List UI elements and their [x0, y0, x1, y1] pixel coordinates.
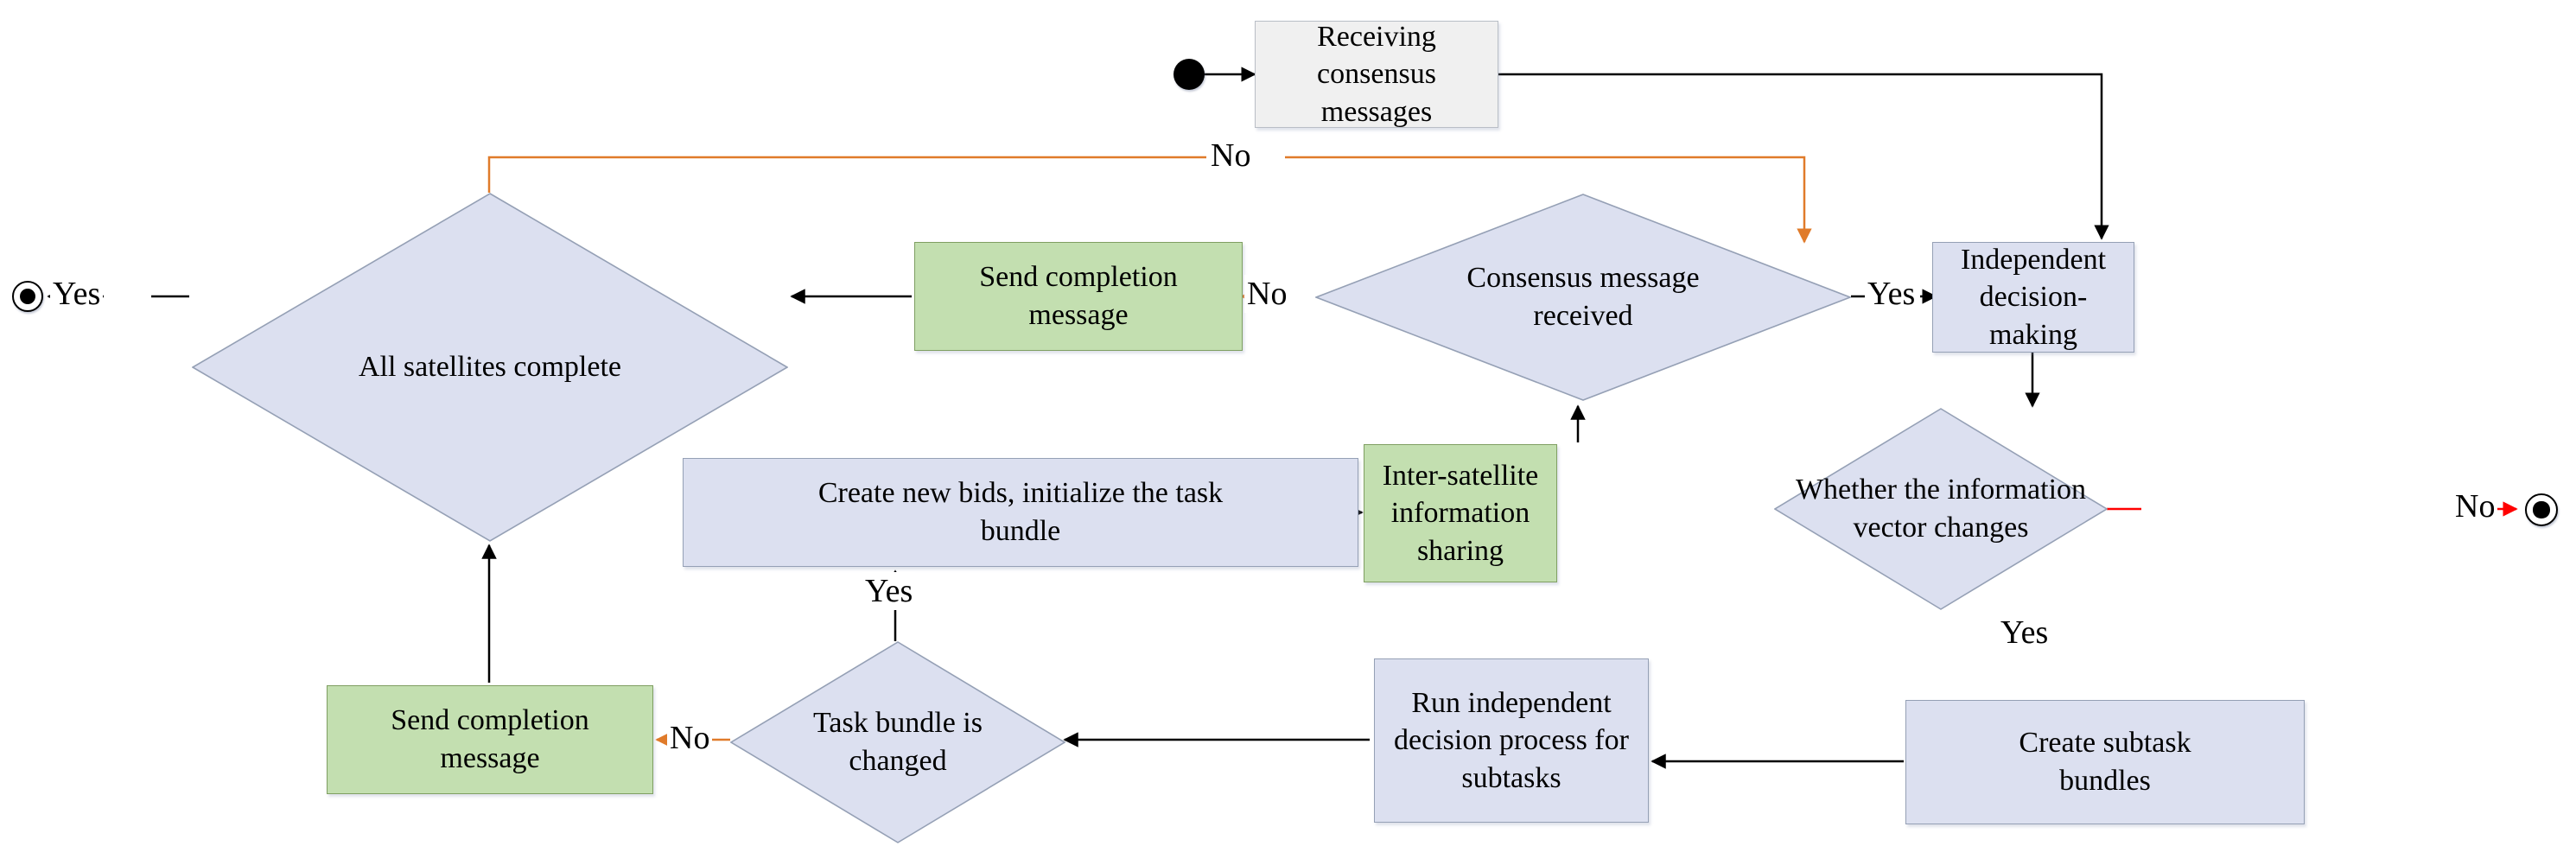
node-whether-information-vector-changes[interactable]: Whether the information vector changes [1774, 408, 2108, 610]
node-create-subtask-bundles[interactable]: Create subtask bundles [1905, 700, 2305, 824]
edge-label-yes-consensus-received: Yes [1865, 275, 1918, 313]
diamond-shape [192, 193, 788, 542]
node-label: Consensus message received [1466, 262, 1700, 332]
end-node-right [2525, 493, 2558, 526]
node-label: Whether the information vector changes [1795, 474, 2087, 544]
node-receiving-consensus-messages[interactable]: Receiving consensus messages [1255, 21, 1498, 128]
node-label: Receiving consensus messages [1317, 20, 1436, 128]
node-label: Create subtask bundles [2019, 727, 2191, 797]
edge-label-yes-all-satellites-complete: Yes [50, 275, 104, 313]
start-node-dot [1174, 59, 1205, 90]
node-send-completion-message-bottom[interactable]: Send completion message [327, 685, 653, 794]
diamond-shape [730, 641, 1065, 843]
end-node-left [12, 281, 43, 312]
node-independent-decision-making[interactable]: Independent decision-making [1932, 242, 2134, 353]
edge-label-no-task-bundle-changed: No [667, 719, 713, 757]
edge-label-no-vector-changes: No [2452, 487, 2498, 525]
node-label: All satellites complete [358, 351, 622, 384]
node-task-bundle-is-changed[interactable]: Task bundle is changed [730, 641, 1065, 843]
diamond-shape [1774, 408, 2108, 610]
node-consensus-message-received[interactable]: Consensus message received [1315, 194, 1851, 401]
node-label: Send completion message [979, 261, 1178, 331]
node-label: Create new bids, initialize the task bun… [817, 477, 1224, 547]
edge-label-no-consensus-received: No [1244, 275, 1290, 313]
edge-label-yes-task-bundle-changed: Yes [862, 572, 916, 610]
edge-label-no-consensus-loop: No [1208, 137, 1254, 175]
node-send-completion-message-top[interactable]: Send completion message [914, 242, 1243, 351]
node-label: Send completion message [391, 704, 589, 774]
node-label: Task bundle is changed [813, 707, 983, 777]
node-create-new-bids[interactable]: Create new bids, initialize the task bun… [683, 458, 1358, 567]
node-label: Inter-satellite information sharing [1382, 459, 1539, 567]
node-all-satellites-complete[interactable]: All satellites complete [192, 193, 788, 542]
node-inter-satellite-information-sharing[interactable]: Inter-satellite information sharing [1364, 444, 1557, 582]
diamond-shape [1315, 194, 1851, 401]
node-label: Run independent decision process for sub… [1394, 686, 1629, 794]
node-label: Independent decision-making [1960, 243, 2107, 351]
edge-label-yes-vector-changes: Yes [1998, 614, 2051, 652]
node-run-independent-decision-process[interactable]: Run independent decision process for sub… [1374, 658, 1649, 823]
